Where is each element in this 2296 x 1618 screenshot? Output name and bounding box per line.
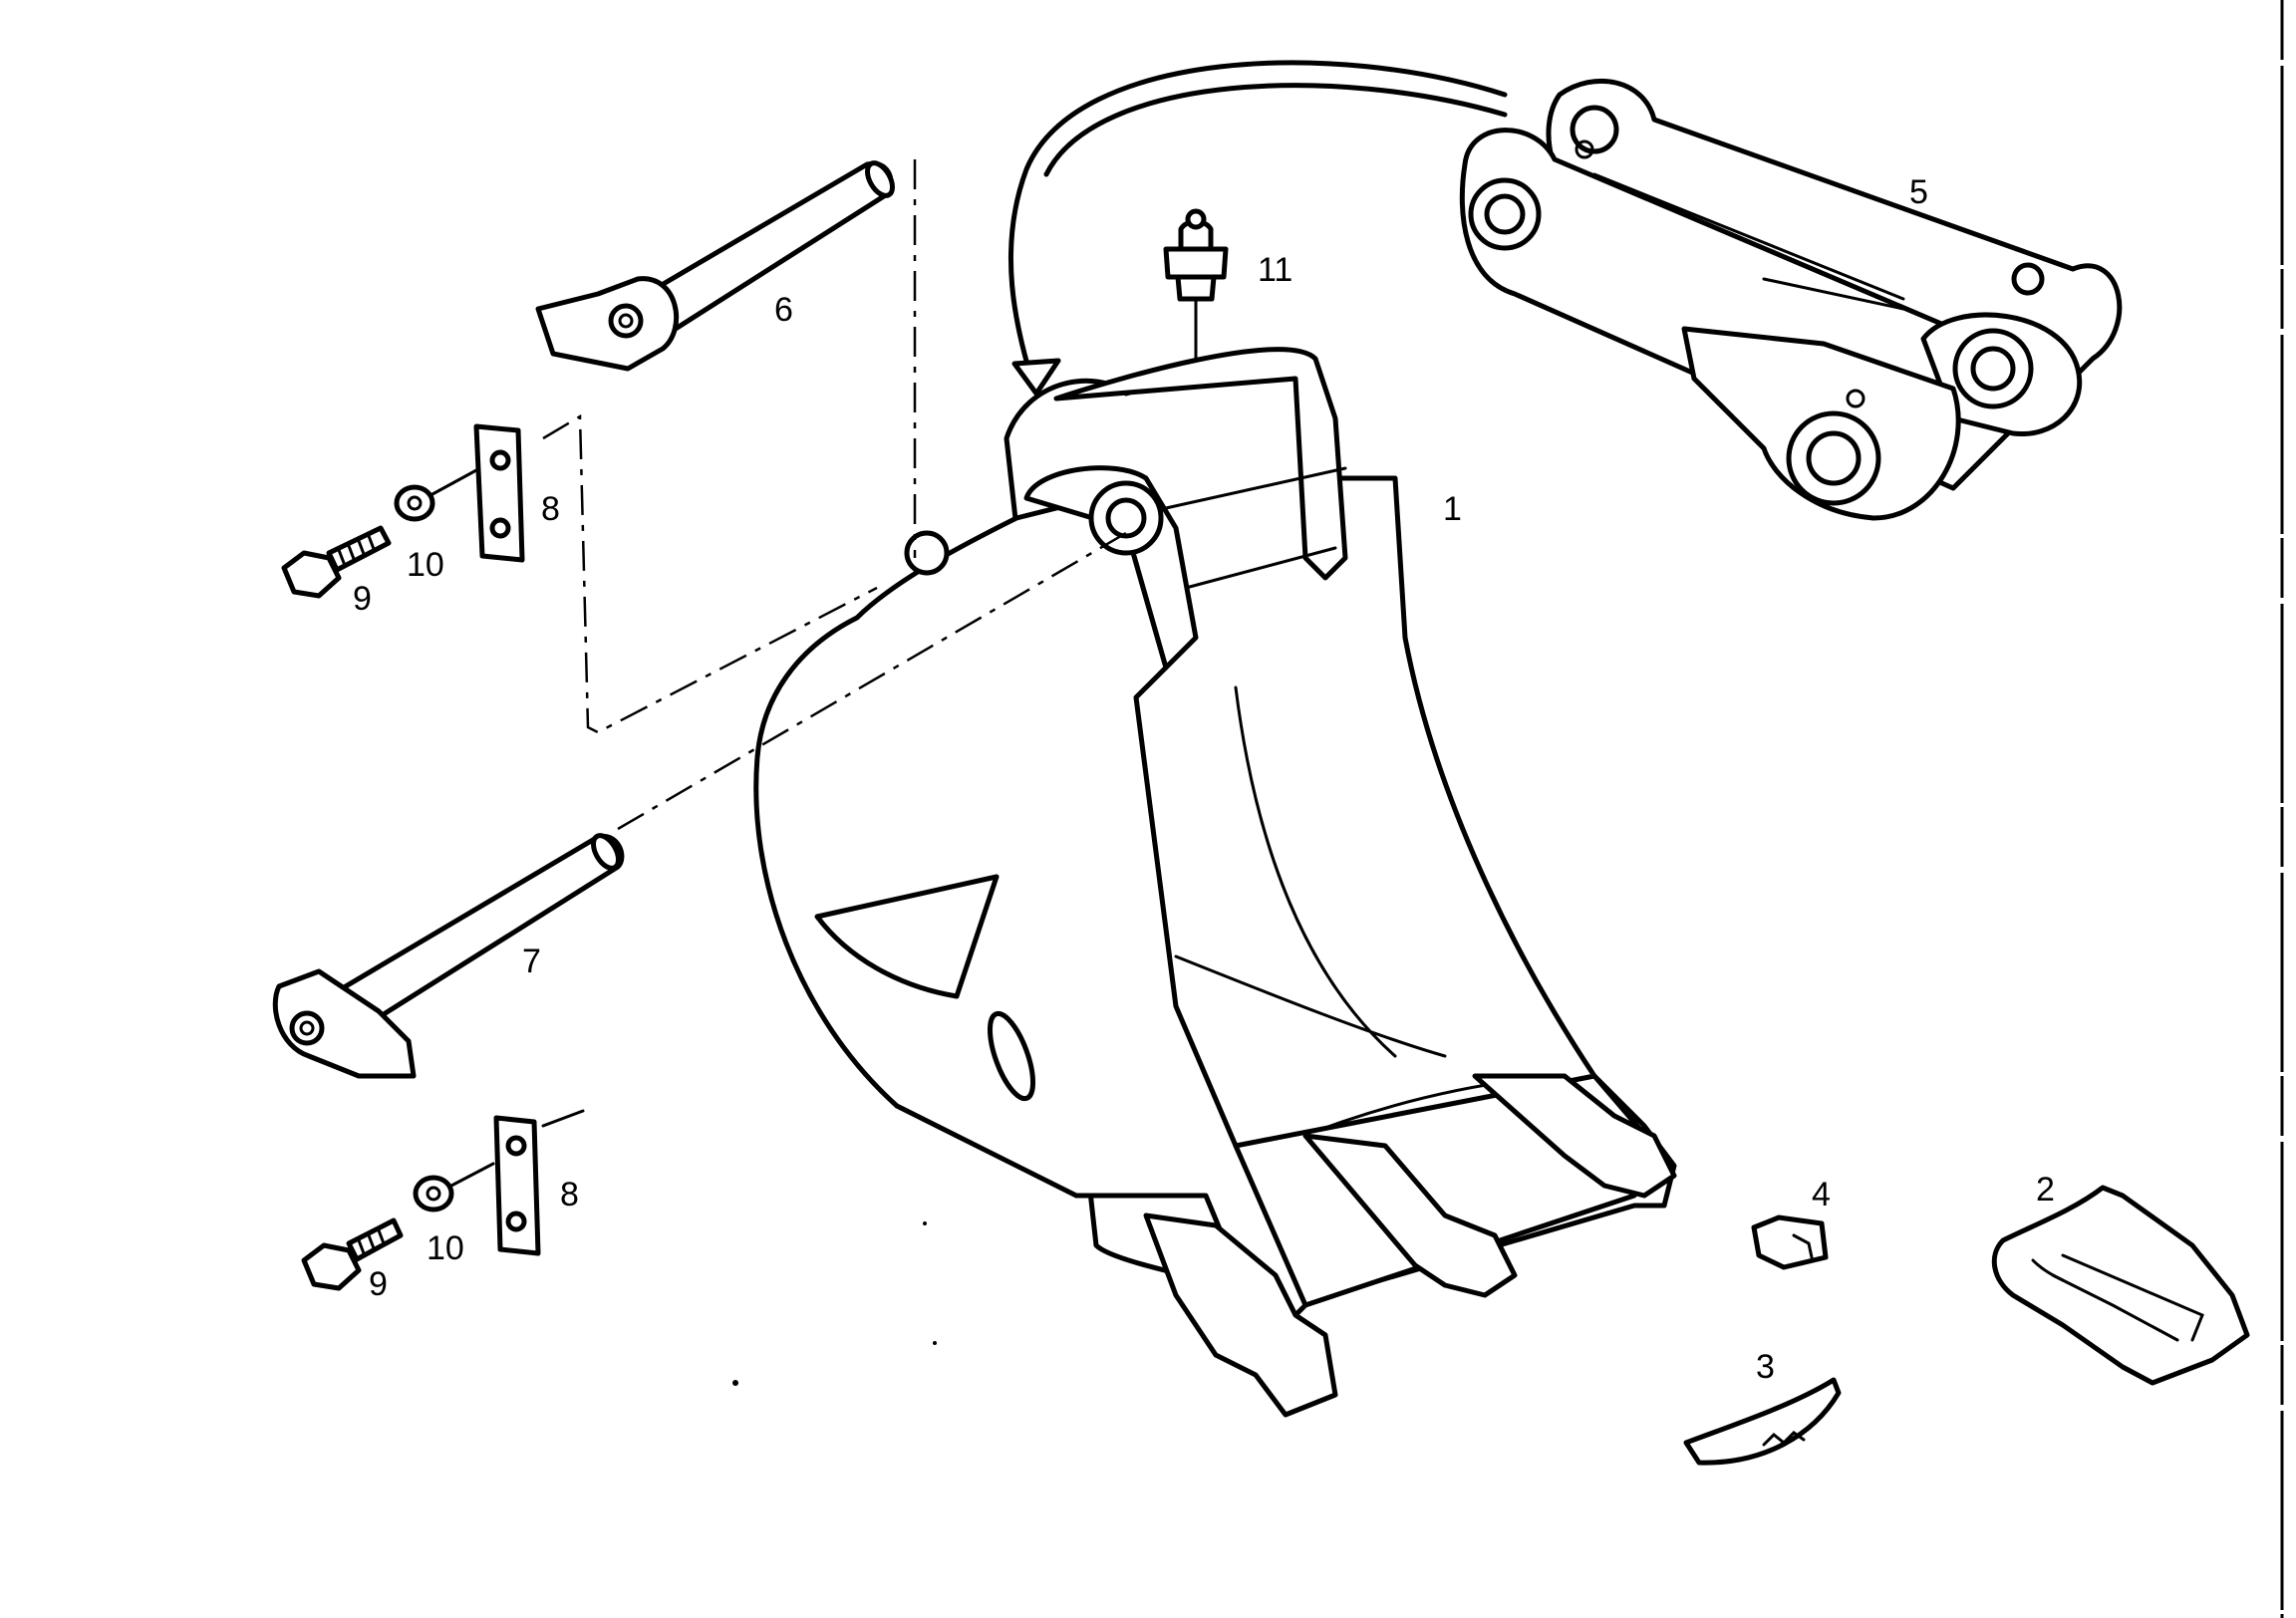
upper-pin-part [535, 159, 917, 558]
callout-10-lower: 10 [427, 1229, 464, 1267]
assembly-arrow [1007, 60, 1508, 397]
upper-lock-plate-part [473, 423, 525, 563]
callout-11: 11 [1258, 251, 1292, 289]
callout-1: 1 [1443, 490, 1462, 528]
callout-9-lower: 9 [369, 1265, 388, 1303]
upper-fastener-group [281, 423, 525, 599]
callout-8-upper: 8 [541, 490, 560, 528]
upper-leader [542, 413, 878, 734]
grease-nipple-part [1163, 208, 1229, 440]
bucket-tooth-right [1472, 1073, 1677, 1199]
callout-9-upper: 9 [353, 580, 372, 618]
callout-10-upper: 10 [407, 546, 444, 584]
bucket-tooth-left [1143, 1213, 1338, 1418]
tooth-adapter-part [1991, 1185, 2250, 1386]
link-assembly-part [1459, 78, 2123, 521]
callout-2: 2 [2036, 1171, 2055, 1209]
tooth-wedge-part [1683, 1377, 1842, 1466]
callout-labels: 1 2 3 4 5 6 7 8 8 9 9 10 10 11 [353, 173, 2055, 1386]
tooth-retainer-part [1751, 1214, 1829, 1270]
lower-fastener-group [301, 1109, 585, 1291]
callout-3: 3 [1756, 1348, 1775, 1386]
bucket-part [753, 347, 1677, 1418]
callout-5: 5 [1909, 173, 1928, 211]
callout-4: 4 [1812, 1176, 1831, 1214]
bucket-tooth-middle [1302, 1133, 1518, 1298]
callout-8-lower: 8 [560, 1176, 579, 1214]
callout-6: 6 [774, 291, 793, 329]
lower-pin-part [272, 531, 1127, 1079]
callout-7: 7 [522, 943, 541, 980]
